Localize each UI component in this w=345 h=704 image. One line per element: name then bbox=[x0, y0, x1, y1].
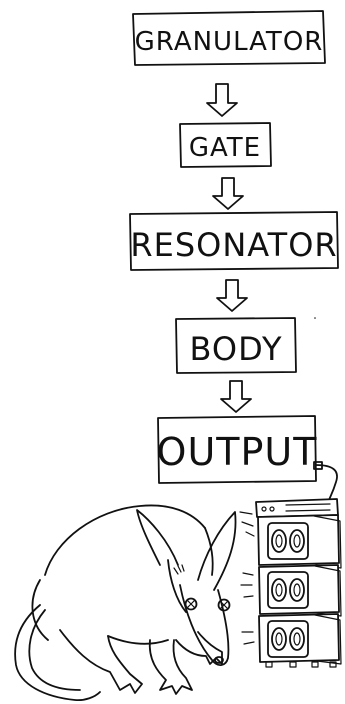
arrow-down-icon bbox=[220, 380, 252, 413]
stage-box bbox=[129, 211, 339, 271]
stage-label: GATE bbox=[189, 133, 261, 163]
stage-box bbox=[132, 10, 326, 66]
speaker-cabinet bbox=[258, 564, 342, 617]
stage-box bbox=[179, 122, 272, 168]
speaker-cabinet bbox=[258, 613, 342, 665]
arrow-down-icon bbox=[212, 177, 244, 210]
speaker-feet bbox=[265, 661, 337, 668]
stage-output: OUTPUT bbox=[157, 415, 318, 484]
cable-plug bbox=[313, 461, 323, 470]
pencil-speck bbox=[314, 317, 316, 319]
stage-body: BODY bbox=[175, 317, 297, 374]
stage-box bbox=[157, 415, 317, 484]
speaker-stack bbox=[255, 498, 342, 668]
arrow-down-icon bbox=[216, 279, 248, 312]
output-cable bbox=[315, 464, 338, 501]
arrow-down-icon bbox=[206, 83, 238, 117]
stage-label: GRANULATOR bbox=[135, 27, 324, 57]
stage-resonator: RESONATOR bbox=[129, 211, 339, 271]
stage-label: BODY bbox=[189, 330, 282, 368]
stage-granulator: GRANULATOR bbox=[132, 10, 326, 66]
amplifier-unit bbox=[255, 498, 339, 518]
stage-box bbox=[175, 317, 297, 374]
stage-label: OUTPUT bbox=[157, 430, 318, 474]
speaker-cabinet bbox=[257, 514, 342, 569]
sound-lines bbox=[239, 511, 255, 645]
aardvark-illustration bbox=[14, 504, 237, 702]
stage-label: RESONATOR bbox=[130, 226, 337, 264]
stage-gate: GATE bbox=[179, 122, 272, 168]
